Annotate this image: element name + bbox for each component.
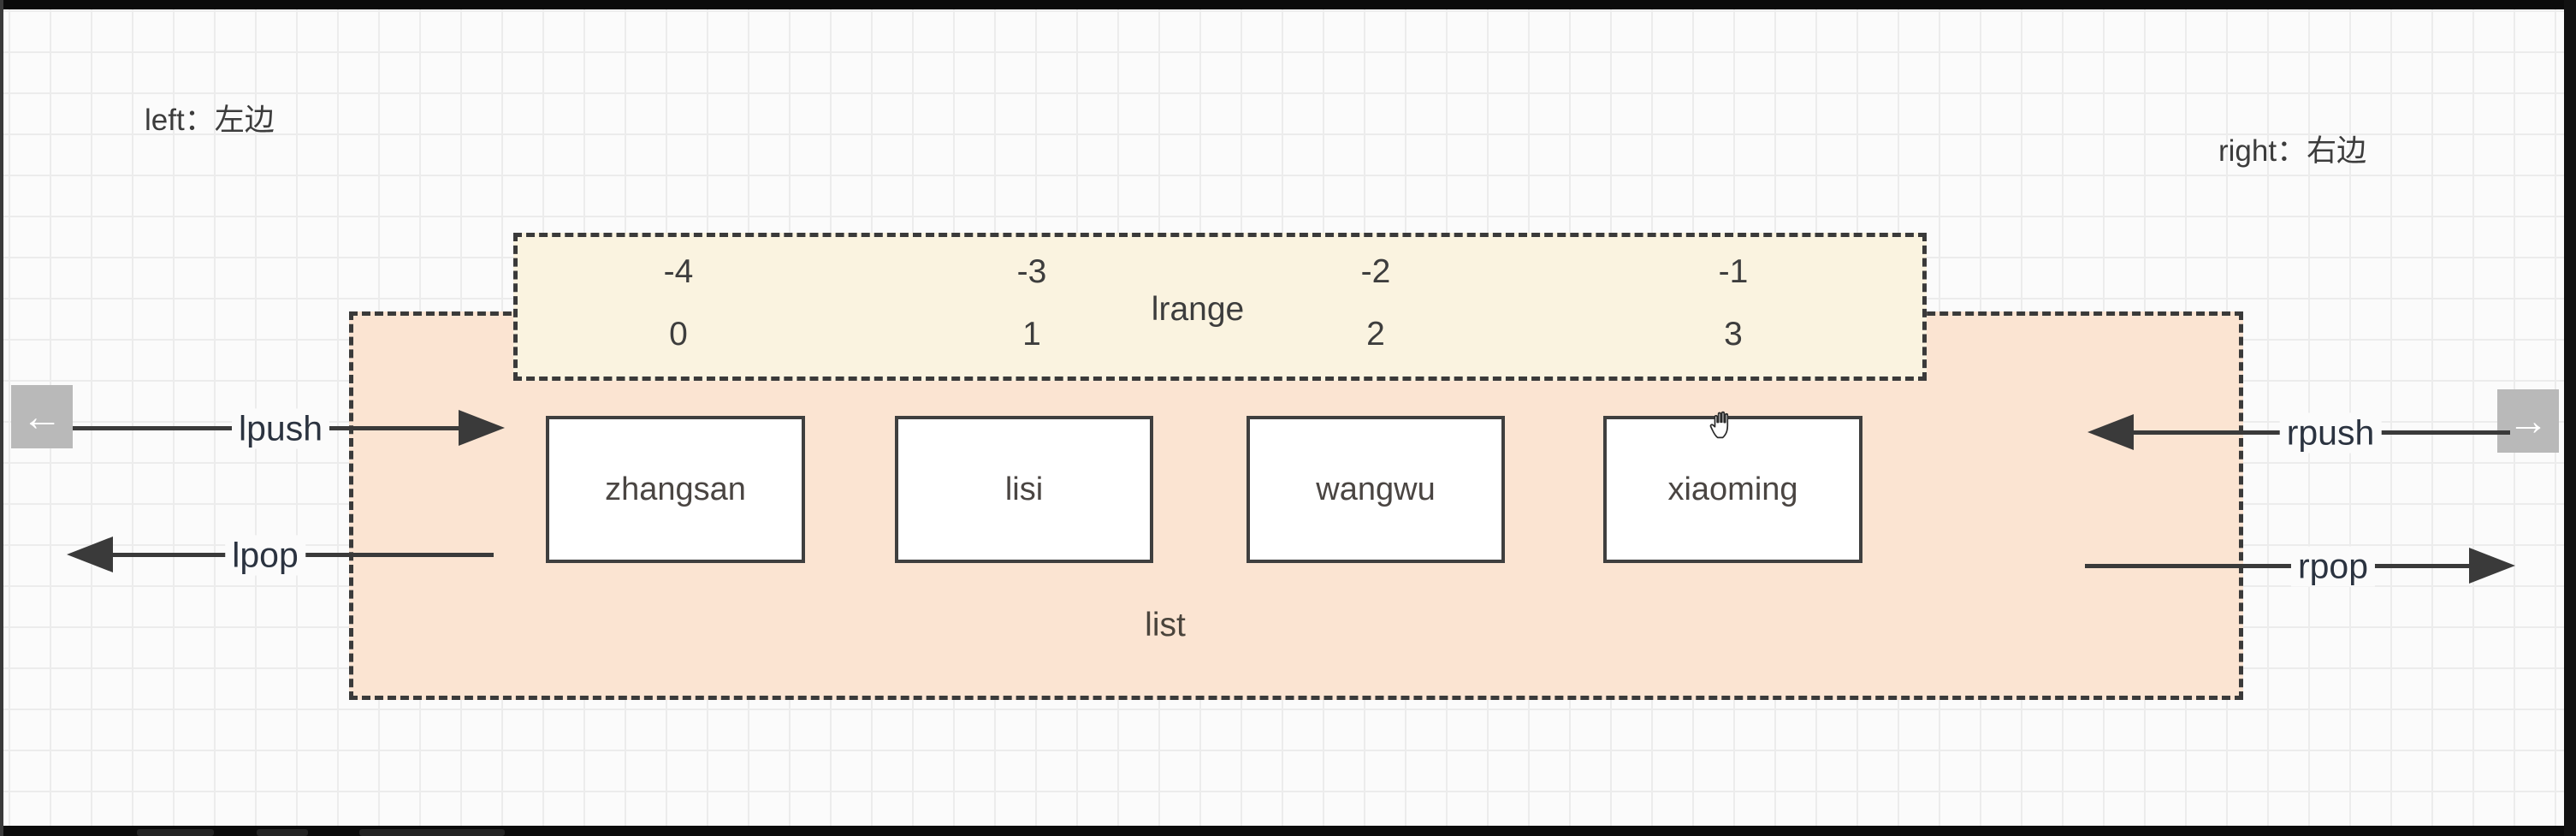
rpop-label: rpop bbox=[2290, 546, 2376, 587]
negative-index: -4 bbox=[663, 253, 694, 290]
list-item-wangwu[interactable]: wangwu bbox=[1247, 416, 1505, 563]
lpush-arrowhead-icon bbox=[459, 410, 505, 446]
right-nav-button[interactable]: → bbox=[2497, 389, 2559, 453]
bottom-black-bar bbox=[0, 826, 2576, 836]
list-item-zhangsan[interactable]: zhangsan bbox=[546, 416, 805, 563]
lpop-arrowhead-icon bbox=[67, 537, 113, 572]
left-nav-button[interactable]: ← bbox=[11, 385, 73, 448]
list-item-xiaoming[interactable]: xiaoming bbox=[1603, 416, 1862, 563]
positive-index: 0 bbox=[669, 316, 688, 353]
lpop-label: lpop bbox=[225, 535, 305, 576]
index-column-2: -2 2 bbox=[1361, 252, 1391, 354]
negative-index: -1 bbox=[1718, 253, 1749, 290]
rpop-arrowhead-icon bbox=[2469, 548, 2515, 584]
top-black-bar bbox=[0, 0, 2576, 9]
rpush-label: rpush bbox=[2279, 412, 2382, 454]
rpop-arrow-line[interactable] bbox=[2085, 564, 2471, 568]
negative-index: -2 bbox=[1360, 253, 1391, 290]
positive-index: 2 bbox=[1366, 316, 1385, 353]
positive-index: 1 bbox=[1022, 316, 1041, 353]
left-edge-strip bbox=[0, 0, 3, 836]
index-column-1: -3 1 bbox=[1017, 252, 1047, 354]
taskbar-smudge bbox=[257, 829, 308, 836]
list-item-lisi[interactable]: lisi bbox=[895, 416, 1153, 563]
lrange-index-box[interactable] bbox=[513, 233, 1927, 381]
hand-grab-cursor-icon bbox=[1708, 409, 1737, 445]
right-side-note: right：右边 bbox=[2218, 134, 2367, 168]
index-column-0: -4 0 bbox=[664, 252, 694, 354]
left-arrow-icon: ← bbox=[21, 394, 62, 440]
right-black-bar bbox=[2564, 0, 2576, 836]
lpush-label: lpush bbox=[231, 408, 330, 449]
rpush-arrowhead-icon bbox=[2087, 414, 2134, 450]
taskbar-smudge bbox=[137, 829, 214, 836]
left-side-note: left：左边 bbox=[145, 104, 275, 137]
index-column-3: -1 3 bbox=[1719, 252, 1749, 354]
negative-index: -3 bbox=[1016, 253, 1047, 290]
lrange-label: lrange bbox=[1151, 291, 1245, 328]
right-arrow-icon: → bbox=[2508, 398, 2549, 444]
taskbar-smudge bbox=[359, 829, 505, 836]
list-label: list bbox=[1145, 607, 1186, 643]
positive-index: 3 bbox=[1724, 316, 1743, 353]
